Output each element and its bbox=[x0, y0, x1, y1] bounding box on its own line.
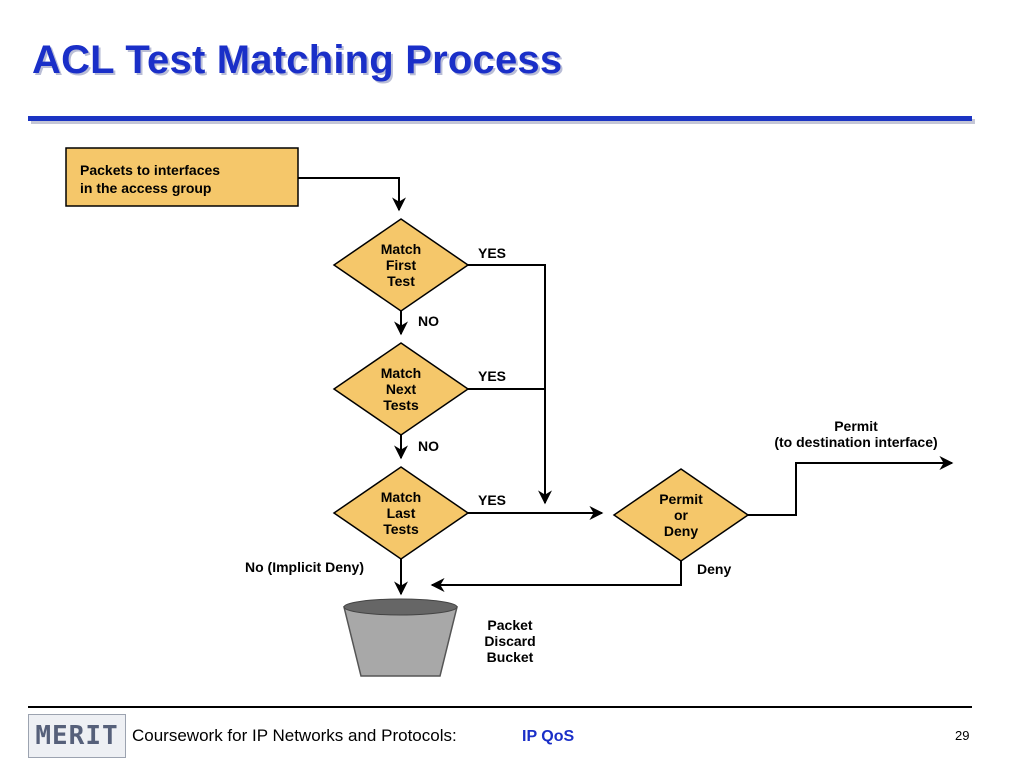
decision-first-line-2: First bbox=[386, 257, 417, 273]
discard-bucket-icon bbox=[343, 598, 458, 677]
arrow-deny bbox=[430, 561, 682, 592]
yes-label-last: YES bbox=[478, 492, 506, 508]
decision-permit-line-2: or bbox=[674, 507, 689, 523]
arrow-first-yes bbox=[468, 264, 552, 505]
logo-text: MERIT bbox=[35, 721, 119, 751]
decision-first-line-1: Match bbox=[381, 241, 421, 257]
decision-next-line-1: Match bbox=[381, 365, 421, 381]
no-label-next: NO bbox=[418, 438, 439, 454]
decision-last-tests: Match Last Tests bbox=[332, 466, 470, 560]
start-box-line-1: Packets to interfaces bbox=[80, 162, 220, 178]
decision-last-line-3: Tests bbox=[383, 521, 419, 537]
bucket-label-line-1: Packet bbox=[487, 617, 532, 633]
bucket-label-line-3: Bucket bbox=[487, 649, 534, 665]
footer-course-text: Coursework for IP Networks and Protocols… bbox=[132, 726, 457, 745]
footer-topic: IP QoS bbox=[522, 728, 575, 745]
deny-label: Deny bbox=[697, 561, 731, 577]
decision-permit-line-1: Permit bbox=[659, 491, 703, 507]
page-number: 29 bbox=[955, 728, 970, 743]
start-box-line-2: in the access group bbox=[80, 180, 211, 196]
no-label-first: NO bbox=[418, 313, 439, 329]
decision-permit-or-deny: Permit or Deny bbox=[612, 468, 750, 562]
decision-last-line-1: Match bbox=[381, 489, 421, 505]
yes-label-next: YES bbox=[478, 368, 506, 384]
decision-first-test: Match First Test bbox=[332, 218, 470, 312]
start-box: Packets to interfaces in the access grou… bbox=[65, 147, 299, 207]
decision-next-tests: Match Next Tests bbox=[332, 342, 470, 436]
footer-divider bbox=[28, 706, 972, 708]
bucket-label-line-2: Discard bbox=[484, 633, 535, 649]
implicit-deny-label: No (Implicit Deny) bbox=[245, 559, 364, 575]
title-underline bbox=[28, 116, 972, 121]
page-title: ACL Test Matching Process bbox=[32, 38, 563, 82]
permit-label-line-1: Permit bbox=[834, 418, 878, 434]
decision-next-line-2: Next bbox=[386, 381, 417, 397]
yes-label-first: YES bbox=[478, 245, 506, 261]
decision-last-line-2: Last bbox=[387, 505, 416, 521]
merit-logo: MERIT bbox=[28, 714, 126, 758]
decision-permit-line-3: Deny bbox=[664, 523, 698, 539]
decision-first-line-3: Test bbox=[387, 273, 415, 289]
decision-next-line-3: Tests bbox=[383, 397, 419, 413]
arrow-permit bbox=[748, 456, 954, 516]
permit-label-line-2: (to destination interface) bbox=[774, 434, 937, 450]
arrow-start-to-first bbox=[298, 177, 406, 212]
